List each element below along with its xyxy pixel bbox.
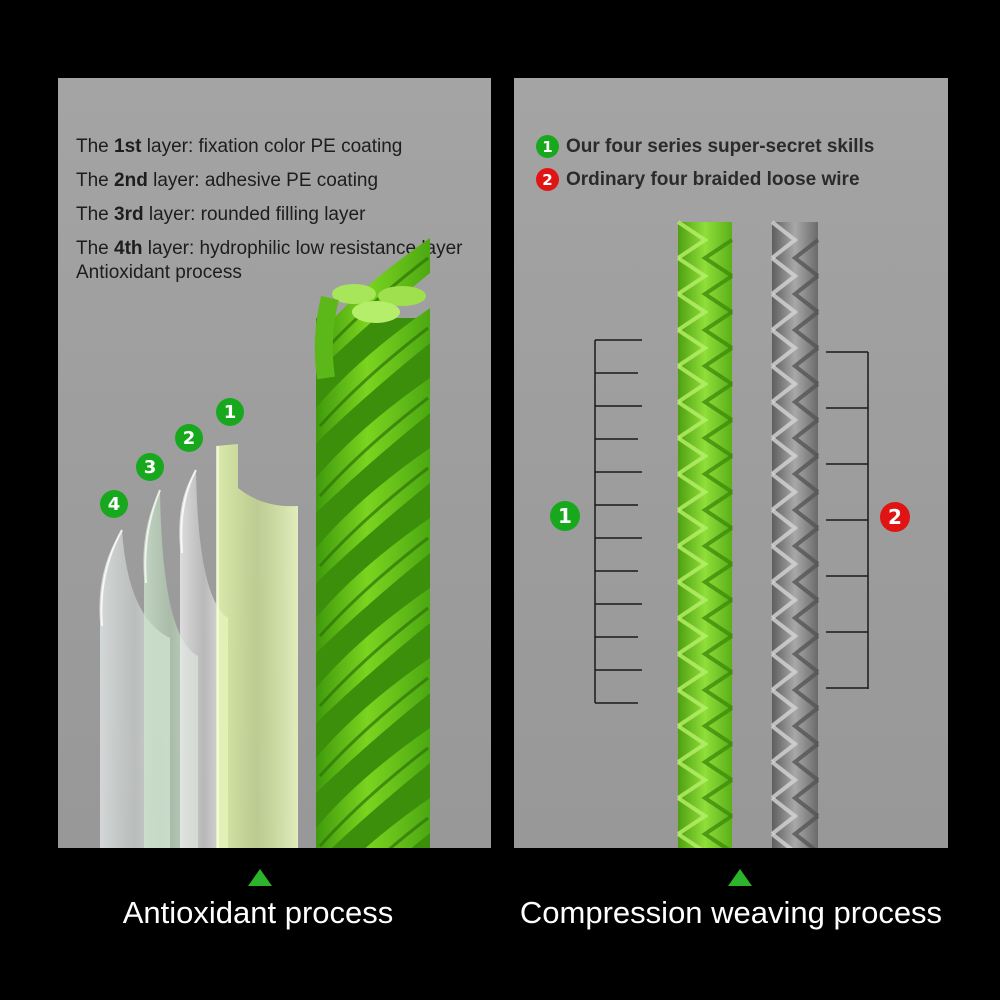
layer-2-shell [179,469,228,848]
braid-comparison-illustration [594,220,869,848]
green-braid-scale [594,339,642,704]
layer-2-description: The 2nd layer: adhesive PE coating [76,170,379,191]
legend-badge-2: 2 [536,168,559,191]
triangle-marker-left [248,869,272,886]
compression-caption: Compression weaving process [519,895,943,930]
triangle-marker-right [728,869,752,886]
legend-badge-1: 1 [536,135,559,158]
green-compressed-braid [676,220,734,848]
legend-label-1: Our four series super-secret skills [566,135,875,157]
layer-1-description: The 1st layer: fixation color PE coating [76,136,403,157]
scale-badge-1: 1 [550,501,580,531]
legend-item-ordinary: 2 Ordinary four braided loose wire [536,163,874,196]
layer-description-list: The 1st layer: fixation color PE coating… [76,130,463,290]
layer-2-badge: 2 [175,424,203,452]
gray-loose-braid [770,220,820,848]
layer-3-description: The 3rd layer: rounded filling layer [76,204,366,225]
antioxidant-note: Antioxidant process [76,262,242,283]
layer-4-badge: 4 [100,490,128,518]
legend-label-2: Ordinary four braided loose wire [566,168,860,190]
compression-weaving-panel: 1 Our four series super-secret skills 2 … [514,78,948,848]
layer-cross-section-illustration [99,238,430,848]
comparison-legend: 1 Our four series super-secret skills 2 … [536,130,874,196]
layer-1-shell [216,444,298,848]
twisted-green-rope [314,238,430,848]
layer-4-description: The 4th layer: hydrophilic low resistanc… [76,238,463,259]
scale-badge-2: 2 [880,502,910,532]
layer-3-badge: 3 [136,453,164,481]
antioxidant-panel: The 1st layer: fixation color PE coating… [58,78,491,848]
antioxidant-caption: Antioxidant process [122,895,394,930]
gray-braid-scale [826,351,869,689]
legend-item-super-secret: 1 Our four series super-secret skills [536,130,874,163]
layer-1-badge: 1 [216,398,244,426]
